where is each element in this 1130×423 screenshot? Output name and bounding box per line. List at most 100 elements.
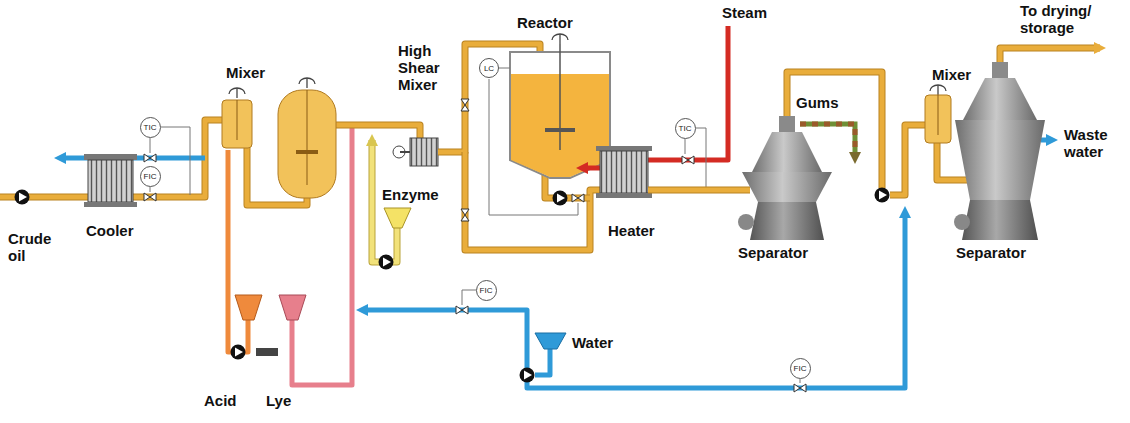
instrument-tag: FIC xyxy=(140,166,161,187)
signal-line xyxy=(696,128,706,188)
pump-symbol xyxy=(15,190,30,205)
control-valve xyxy=(461,99,469,111)
separator-centrifuge xyxy=(954,214,970,230)
signal-line xyxy=(489,79,578,215)
instrument-code: FIC xyxy=(480,286,493,295)
instrument-code: TIC xyxy=(679,124,692,133)
oil-pipe xyxy=(336,125,420,138)
oil-pipe xyxy=(1000,48,1100,64)
control-valve xyxy=(144,193,156,201)
equipment-label: Separator xyxy=(956,244,1026,261)
oil-pipe xyxy=(0,195,88,200)
signal-line xyxy=(150,187,151,192)
signal-line xyxy=(161,127,190,195)
equipment-label: Acid xyxy=(204,392,237,409)
signal-line xyxy=(499,68,510,69)
holding-vessel xyxy=(296,150,318,154)
equipment-label: Crude oil xyxy=(8,230,60,264)
oil-pipe xyxy=(648,188,750,193)
oil-pipe xyxy=(890,125,925,195)
pump-symbol xyxy=(553,191,568,206)
steam-pipe xyxy=(582,166,600,171)
separator-centrifuge xyxy=(955,120,1045,200)
separator-centrifuge xyxy=(738,116,832,240)
holding-vessel xyxy=(299,78,315,88)
water-pipe xyxy=(362,212,905,388)
acid-lye-dosing xyxy=(235,295,262,320)
mixer-vessel xyxy=(938,95,939,135)
acid-lye-dosing xyxy=(235,295,306,320)
water-pipe xyxy=(535,348,550,375)
separator-centrifuge xyxy=(992,62,1008,80)
instrument-tag: FIC xyxy=(476,280,497,301)
mixer-vessel xyxy=(222,100,252,148)
water-pipe xyxy=(362,310,527,368)
instrument-tag: FIC xyxy=(790,358,811,379)
instrument-code: LC xyxy=(484,64,494,73)
reactor-vessel xyxy=(552,34,568,44)
equipment-label: To drying/ storage xyxy=(1020,2,1112,36)
pump-symbol xyxy=(379,255,394,270)
reactor-vessel xyxy=(559,44,561,150)
pump-symbol xyxy=(520,368,535,383)
control-valve xyxy=(682,156,694,164)
steam-pipe xyxy=(648,26,728,160)
equipment-label: Mixer xyxy=(932,66,971,83)
oil-pipe xyxy=(336,125,420,138)
instrument-tag: TIC xyxy=(675,118,696,139)
control-valve xyxy=(144,154,156,162)
water-tank xyxy=(535,333,566,349)
separator-centrifuge xyxy=(738,214,754,230)
control-valve xyxy=(456,306,468,314)
signal-line xyxy=(685,139,686,154)
signal-line xyxy=(150,138,151,153)
equipment-label: Gums xyxy=(796,94,839,111)
equipment-label: Enzyme xyxy=(382,186,439,203)
holding-vessel xyxy=(307,90,308,185)
waste-water-pipe xyxy=(1041,140,1052,141)
high-shear-mixer xyxy=(410,138,438,166)
control-valve xyxy=(794,384,806,392)
mixer-vessel xyxy=(925,95,951,143)
instrument-code: TIC xyxy=(144,123,157,132)
equipment-label: High Shear Mixer xyxy=(398,42,444,93)
equipment-label: Mixer xyxy=(226,64,265,81)
cooler-exchanger xyxy=(84,154,137,160)
signal-line xyxy=(489,68,578,215)
oil-pipe xyxy=(890,125,925,195)
cooler-exchanger xyxy=(84,202,137,207)
separator-centrifuge xyxy=(742,172,832,202)
equipment-label: Reactor xyxy=(517,14,573,31)
separator-centrifuge xyxy=(750,202,824,240)
equipment-label: Cooler xyxy=(86,222,134,239)
signal-line xyxy=(462,290,800,383)
equipment-label: Heater xyxy=(608,222,655,239)
water-pipe xyxy=(527,212,905,388)
heater-exchanger xyxy=(596,146,652,151)
control-valve xyxy=(461,209,469,221)
separator-centrifuge xyxy=(954,62,1045,240)
separator-centrifuge xyxy=(963,78,1037,120)
holding-vessel xyxy=(278,90,336,198)
cooler-exchanger xyxy=(88,160,133,202)
signal-line xyxy=(800,379,801,383)
high-shear-mixer xyxy=(393,138,438,166)
mixer-vessel xyxy=(930,85,946,95)
waste-water-pipe xyxy=(1041,138,1052,143)
dosing-pump xyxy=(256,348,278,356)
water-tank xyxy=(535,333,566,349)
instrument-code: FIC xyxy=(144,172,157,181)
holding-vessel xyxy=(278,78,336,198)
high-shear-mixer xyxy=(393,146,405,158)
reactor-vessel xyxy=(510,34,610,178)
mixer-vessel xyxy=(222,88,252,148)
heater-exchanger xyxy=(596,146,652,198)
acid-lye-dosing xyxy=(279,295,306,320)
enzyme-hopper xyxy=(384,208,411,228)
reactor-vessel xyxy=(545,128,575,132)
mixer-vessel xyxy=(237,100,238,140)
separator-centrifuge xyxy=(752,132,822,172)
oil-pipe xyxy=(0,194,88,201)
signal-line xyxy=(462,290,476,305)
instrument-tag: LC xyxy=(479,58,499,78)
